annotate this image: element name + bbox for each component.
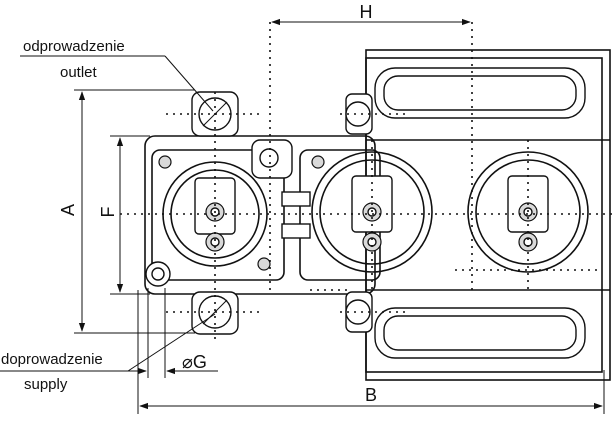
- dimension-g-label: ⌀G: [182, 352, 207, 372]
- outlet-label-pl: odprowadzenie: [23, 38, 125, 55]
- supply-label-pl: doprowadzenie: [1, 351, 103, 368]
- supply-label-en: supply: [24, 376, 68, 393]
- outlet-fitting-2: [345, 93, 373, 135]
- dimension-a: A: [58, 89, 195, 334]
- manifold-frame: [365, 49, 611, 381]
- dimension-b: B: [137, 290, 605, 414]
- dimension-b-label: B: [365, 385, 377, 405]
- dimension-g: ⌀G: [128, 288, 218, 378]
- supply-callout: doprowadzenie supply: [0, 313, 216, 393]
- center-lines: [120, 22, 616, 340]
- supply-fitting-2: [345, 291, 373, 333]
- dimension-h-label: H: [360, 2, 373, 22]
- outlet-label-en: outlet: [60, 64, 98, 81]
- dimension-a-label: A: [58, 204, 78, 216]
- dimension-f: F: [98, 135, 150, 295]
- dimension-h: H: [271, 2, 471, 26]
- dimension-f-label: F: [98, 207, 118, 218]
- outlet-callout: odprowadzenie outlet: [20, 38, 214, 112]
- supply-fitting: [191, 291, 239, 335]
